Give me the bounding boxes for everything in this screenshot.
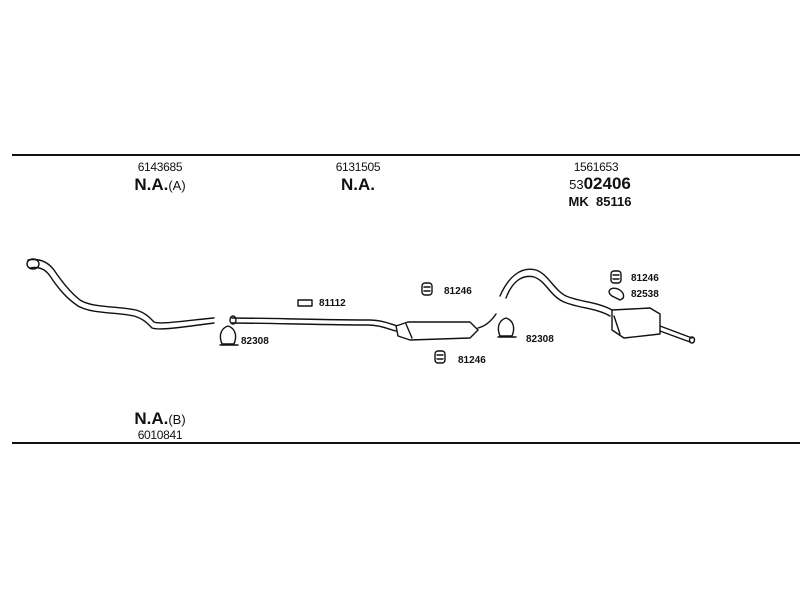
mount-mid-bottom-icon <box>434 350 446 364</box>
tail-pipe-end <box>688 336 696 344</box>
clamp-left-label: 82308 <box>241 336 269 347</box>
front-pipe-flange <box>26 258 40 270</box>
front-pipe-inner <box>29 266 215 330</box>
gasket-icon <box>297 299 313 307</box>
middle-silencer <box>395 321 479 341</box>
alt-front-part-number: 6010841 <box>137 428 183 442</box>
hanger-rear-label: 82538 <box>631 289 659 300</box>
rear-kit-label: MK <box>568 194 589 209</box>
mount-mid-top-label: 81246 <box>444 286 472 297</box>
intermediate-pipe-end <box>229 315 237 325</box>
front-status: N.A.(A) <box>110 175 210 195</box>
rear-code-main: 02406 <box>583 174 631 193</box>
mount-rear-label: 81246 <box>631 273 659 284</box>
rear-silencer-shade <box>613 315 621 335</box>
alt-front-status-text: N.A. <box>134 409 169 428</box>
front-status-text: N.A. <box>134 175 169 194</box>
clamp-mid-icon <box>497 317 517 338</box>
rear-silencer <box>611 307 661 339</box>
alt-front-variant: (B) <box>168 412 186 427</box>
mount-rear-icon <box>610 270 622 284</box>
rear-kit: MK 85116 <box>530 194 670 209</box>
bottom-divider <box>12 442 800 444</box>
tail-pipe-inner <box>659 330 691 343</box>
alt-front-status: N.A.(B) <box>110 409 210 429</box>
clamp-mid-label: 82308 <box>526 334 554 345</box>
hanger-rear-icon <box>608 287 625 301</box>
front-part-number: 6143685 <box>137 160 183 174</box>
mount-mid-top-icon <box>421 282 433 296</box>
intermediate-pipe-inner <box>231 322 397 332</box>
tail-pipe <box>659 325 693 339</box>
middle-silencer-shade <box>405 323 413 339</box>
gasket-label: 81112 <box>319 298 346 309</box>
front-pipe <box>27 258 215 324</box>
intermediate-pipe <box>231 317 399 327</box>
rear-pipe-inner <box>505 275 611 317</box>
clamp-left-icon <box>219 325 239 346</box>
top-divider <box>12 154 800 156</box>
rear-pipe <box>499 268 613 311</box>
rear-code: 5302406 <box>530 174 670 194</box>
rear-part-number: 1561653 <box>573 160 619 174</box>
middle-status: N.A. <box>341 175 375 194</box>
front-variant: (A) <box>168 178 186 193</box>
mount-mid-bottom-label: 81246 <box>458 355 486 366</box>
middle-part-number: 6131505 <box>335 160 381 174</box>
rear-kit-number: 85116 <box>596 194 632 209</box>
middle-outlet <box>477 313 497 329</box>
rear-code-prefix: 53 <box>569 177 584 192</box>
